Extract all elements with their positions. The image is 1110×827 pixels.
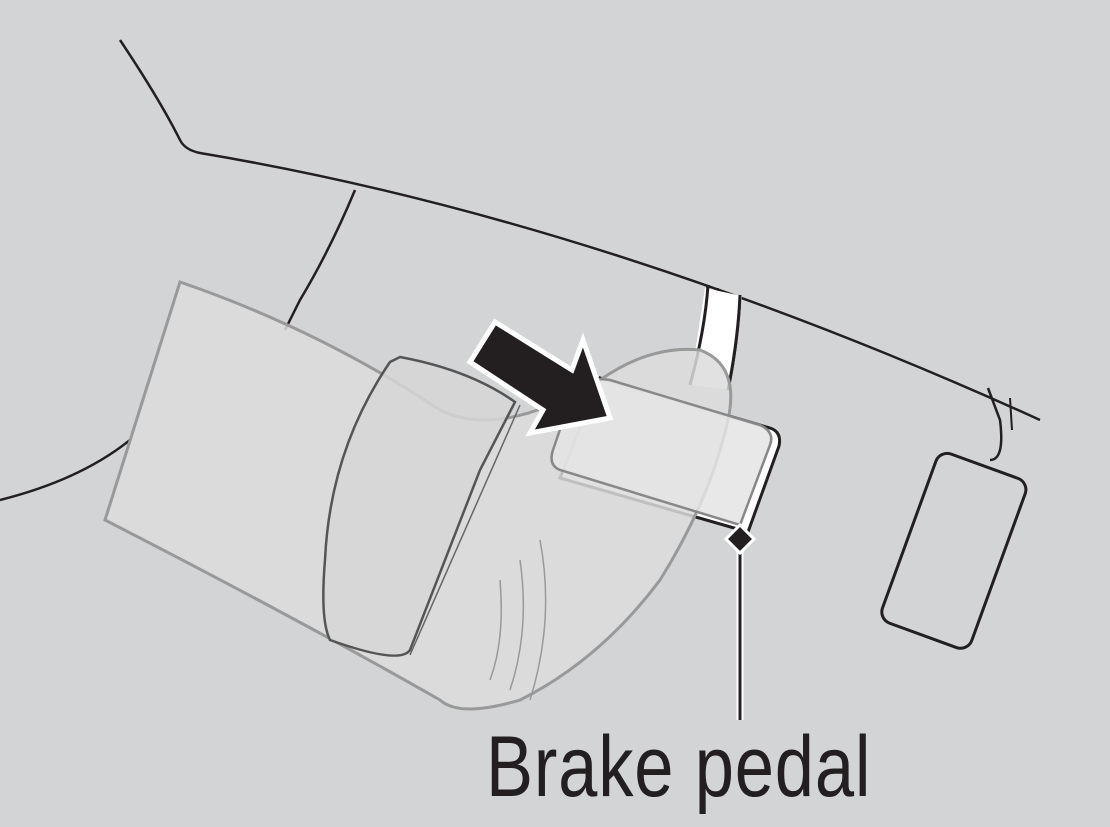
foot-outline [103, 280, 773, 711]
callout-leader-line [723, 522, 757, 720]
accelerator-pedal [880, 387, 1028, 650]
brake-pedal-label: Brake pedal [486, 719, 872, 815]
press-direction-arrow-icon [466, 318, 614, 437]
vehicle-interior-lines [0, 39, 1041, 502]
